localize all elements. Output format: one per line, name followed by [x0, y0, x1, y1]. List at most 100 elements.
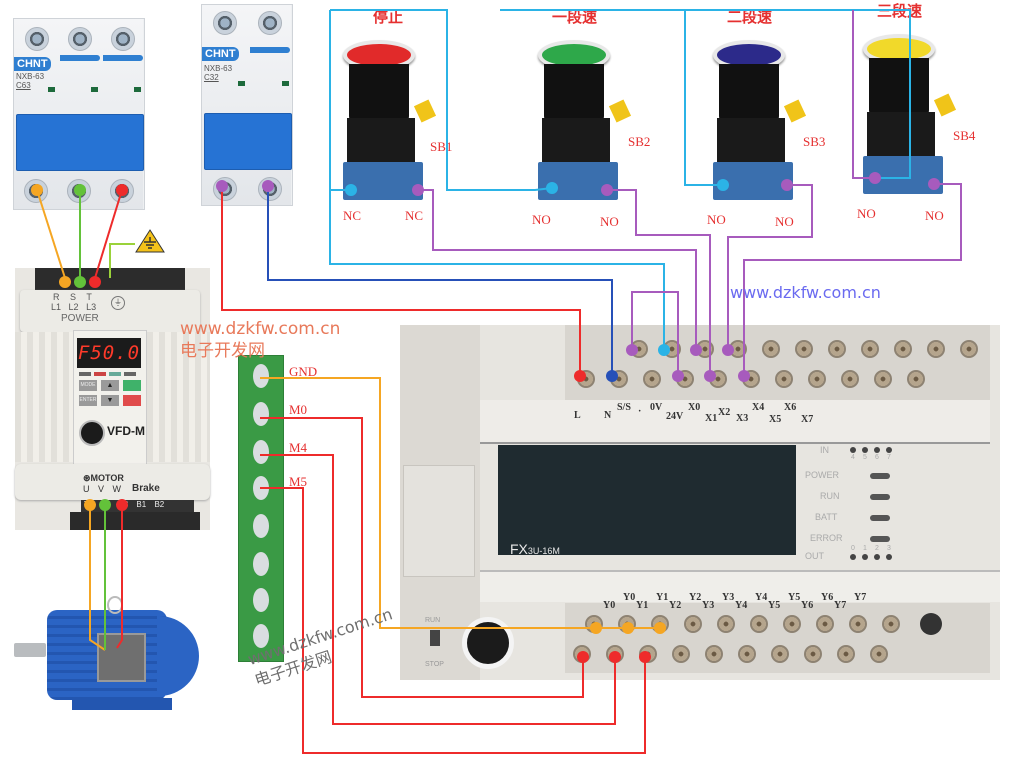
vfd-terminal-v: V — [98, 484, 105, 494]
io-led — [886, 554, 892, 560]
io-led — [874, 554, 880, 560]
vfd-display: F50.0 — [77, 338, 141, 368]
terminal-screw[interactable] — [729, 340, 747, 358]
terminal-screw[interactable] — [696, 340, 714, 358]
terminal-screw[interactable] — [907, 370, 925, 388]
io-led-number: 5 — [863, 454, 867, 461]
speed-knob[interactable] — [79, 420, 105, 446]
terminal-screw[interactable] — [927, 340, 945, 358]
vfd-terminal-l3: L3 — [86, 302, 97, 312]
terminal-screw[interactable] — [738, 645, 756, 663]
terminal-screw[interactable] — [841, 370, 859, 388]
screw-icon — [110, 179, 134, 203]
terminal-screw[interactable] — [717, 615, 735, 633]
terminal-screw[interactable] — [783, 615, 801, 633]
push-button-sb1[interactable]: 停止 SB1 NC NC — [335, 10, 452, 223]
terminal-screw[interactable] — [861, 340, 879, 358]
terminal-screw[interactable] — [894, 340, 912, 358]
push-button-sb2[interactable]: 一段速 SB2 NO NO — [530, 10, 650, 229]
output-label-bottom: Y1 — [636, 600, 649, 611]
screw-icon — [67, 179, 91, 203]
terminal-screw[interactable] — [882, 615, 900, 633]
programming-port[interactable] — [462, 617, 514, 669]
terminal-screw[interactable] — [750, 615, 768, 633]
terminal-screw[interactable] — [709, 370, 727, 388]
input-label-top: · — [638, 406, 642, 417]
io-led-number: 1 — [863, 545, 867, 552]
terminal-screw[interactable] — [870, 645, 888, 663]
led-run-label: RUN — [820, 491, 840, 501]
terminal-screw[interactable] — [672, 645, 690, 663]
terminal-screw[interactable] — [771, 645, 789, 663]
mode-key[interactable]: MODE — [79, 380, 97, 391]
terminal-screw[interactable] — [663, 340, 681, 358]
input-label-bottom: 24V — [666, 411, 684, 422]
terminal-screw[interactable] — [676, 370, 694, 388]
terminal-screw[interactable] — [828, 340, 846, 358]
terminal-screw[interactable] — [705, 645, 723, 663]
breaker-2-pole: CHNT NXB-63 C32 — [201, 4, 293, 206]
terminal-screw[interactable] — [618, 615, 636, 633]
terminal-screw[interactable] — [742, 370, 760, 388]
screw-icon — [258, 11, 282, 35]
terminal-screw[interactable] — [651, 615, 669, 633]
terminal-screw[interactable] — [816, 615, 834, 633]
earth-icon: ⏚ — [111, 296, 125, 310]
run-key[interactable] — [123, 380, 141, 391]
run-stop-switch[interactable] — [430, 630, 440, 646]
contact-label: NO — [857, 206, 876, 221]
terminal-screw[interactable] — [643, 370, 661, 388]
breaker-brand: CHNT — [14, 57, 51, 71]
input-label-bottom: X3 — [736, 413, 749, 424]
screw-icon — [68, 27, 92, 51]
terminal-screw[interactable] — [795, 340, 813, 358]
contact-label: NC — [405, 208, 424, 223]
terminal-screw[interactable] — [837, 645, 855, 663]
breaker-toggle[interactable] — [204, 113, 292, 170]
breaker-model: NXB-63 — [16, 72, 45, 81]
terminal-screw[interactable] — [849, 615, 867, 633]
output-label-top: Y1 — [656, 592, 669, 603]
input-label-top: S/S — [617, 402, 631, 413]
vfd-terminal-l1: L1 — [51, 302, 62, 312]
output-label-top: Y4 — [755, 592, 768, 603]
push-button-sb4[interactable]: 三段速 SB4 NO NO — [855, 4, 975, 223]
terminal-screw[interactable] — [874, 370, 892, 388]
contact-label: NO — [532, 212, 551, 227]
push-button-sb3[interactable]: 二段速 SB3 NO NO — [705, 10, 825, 229]
screw-icon — [25, 27, 49, 51]
label-gnd: GND — [289, 364, 318, 379]
down-key[interactable]: ▼ — [101, 395, 119, 406]
up-key[interactable]: ▲ — [101, 380, 119, 391]
terminal-screw[interactable] — [577, 370, 595, 388]
terminal-screw[interactable] — [762, 340, 780, 358]
enter-key[interactable]: ENTER — [79, 395, 97, 406]
terminal-screw[interactable] — [804, 645, 822, 663]
terminal-screw[interactable] — [610, 370, 628, 388]
output-label-bottom: Y2 — [669, 600, 682, 611]
terminal-screw[interactable] — [630, 340, 648, 358]
breaker-toggle[interactable] — [16, 114, 144, 171]
terminal-screw[interactable] — [639, 645, 657, 663]
latch-icon — [783, 99, 807, 123]
terminal-screw[interactable] — [606, 645, 624, 663]
contact-label: NO — [775, 214, 794, 229]
plc-front-panel: FX3U-16M — [498, 445, 796, 557]
terminal-box — [97, 633, 146, 682]
terminal-screw[interactable] — [808, 370, 826, 388]
watermark: www.dzkfw.com.cn — [730, 283, 881, 302]
io-led-number: 3 — [887, 545, 891, 552]
terminal-screw[interactable] — [585, 615, 603, 633]
io-led-number: 2 — [875, 545, 879, 552]
io-led — [874, 447, 880, 453]
output-label-bottom: Y5 — [768, 600, 781, 611]
screw-icon — [213, 177, 237, 201]
stop-key[interactable] — [123, 395, 141, 406]
terminal-screw[interactable] — [573, 645, 591, 663]
power-led — [870, 473, 890, 479]
terminal-screw[interactable] — [775, 370, 793, 388]
terminal-screw[interactable] — [684, 615, 702, 633]
input-label-bottom: N — [604, 410, 612, 421]
terminal-screw[interactable] — [960, 340, 978, 358]
error-led — [870, 536, 890, 542]
